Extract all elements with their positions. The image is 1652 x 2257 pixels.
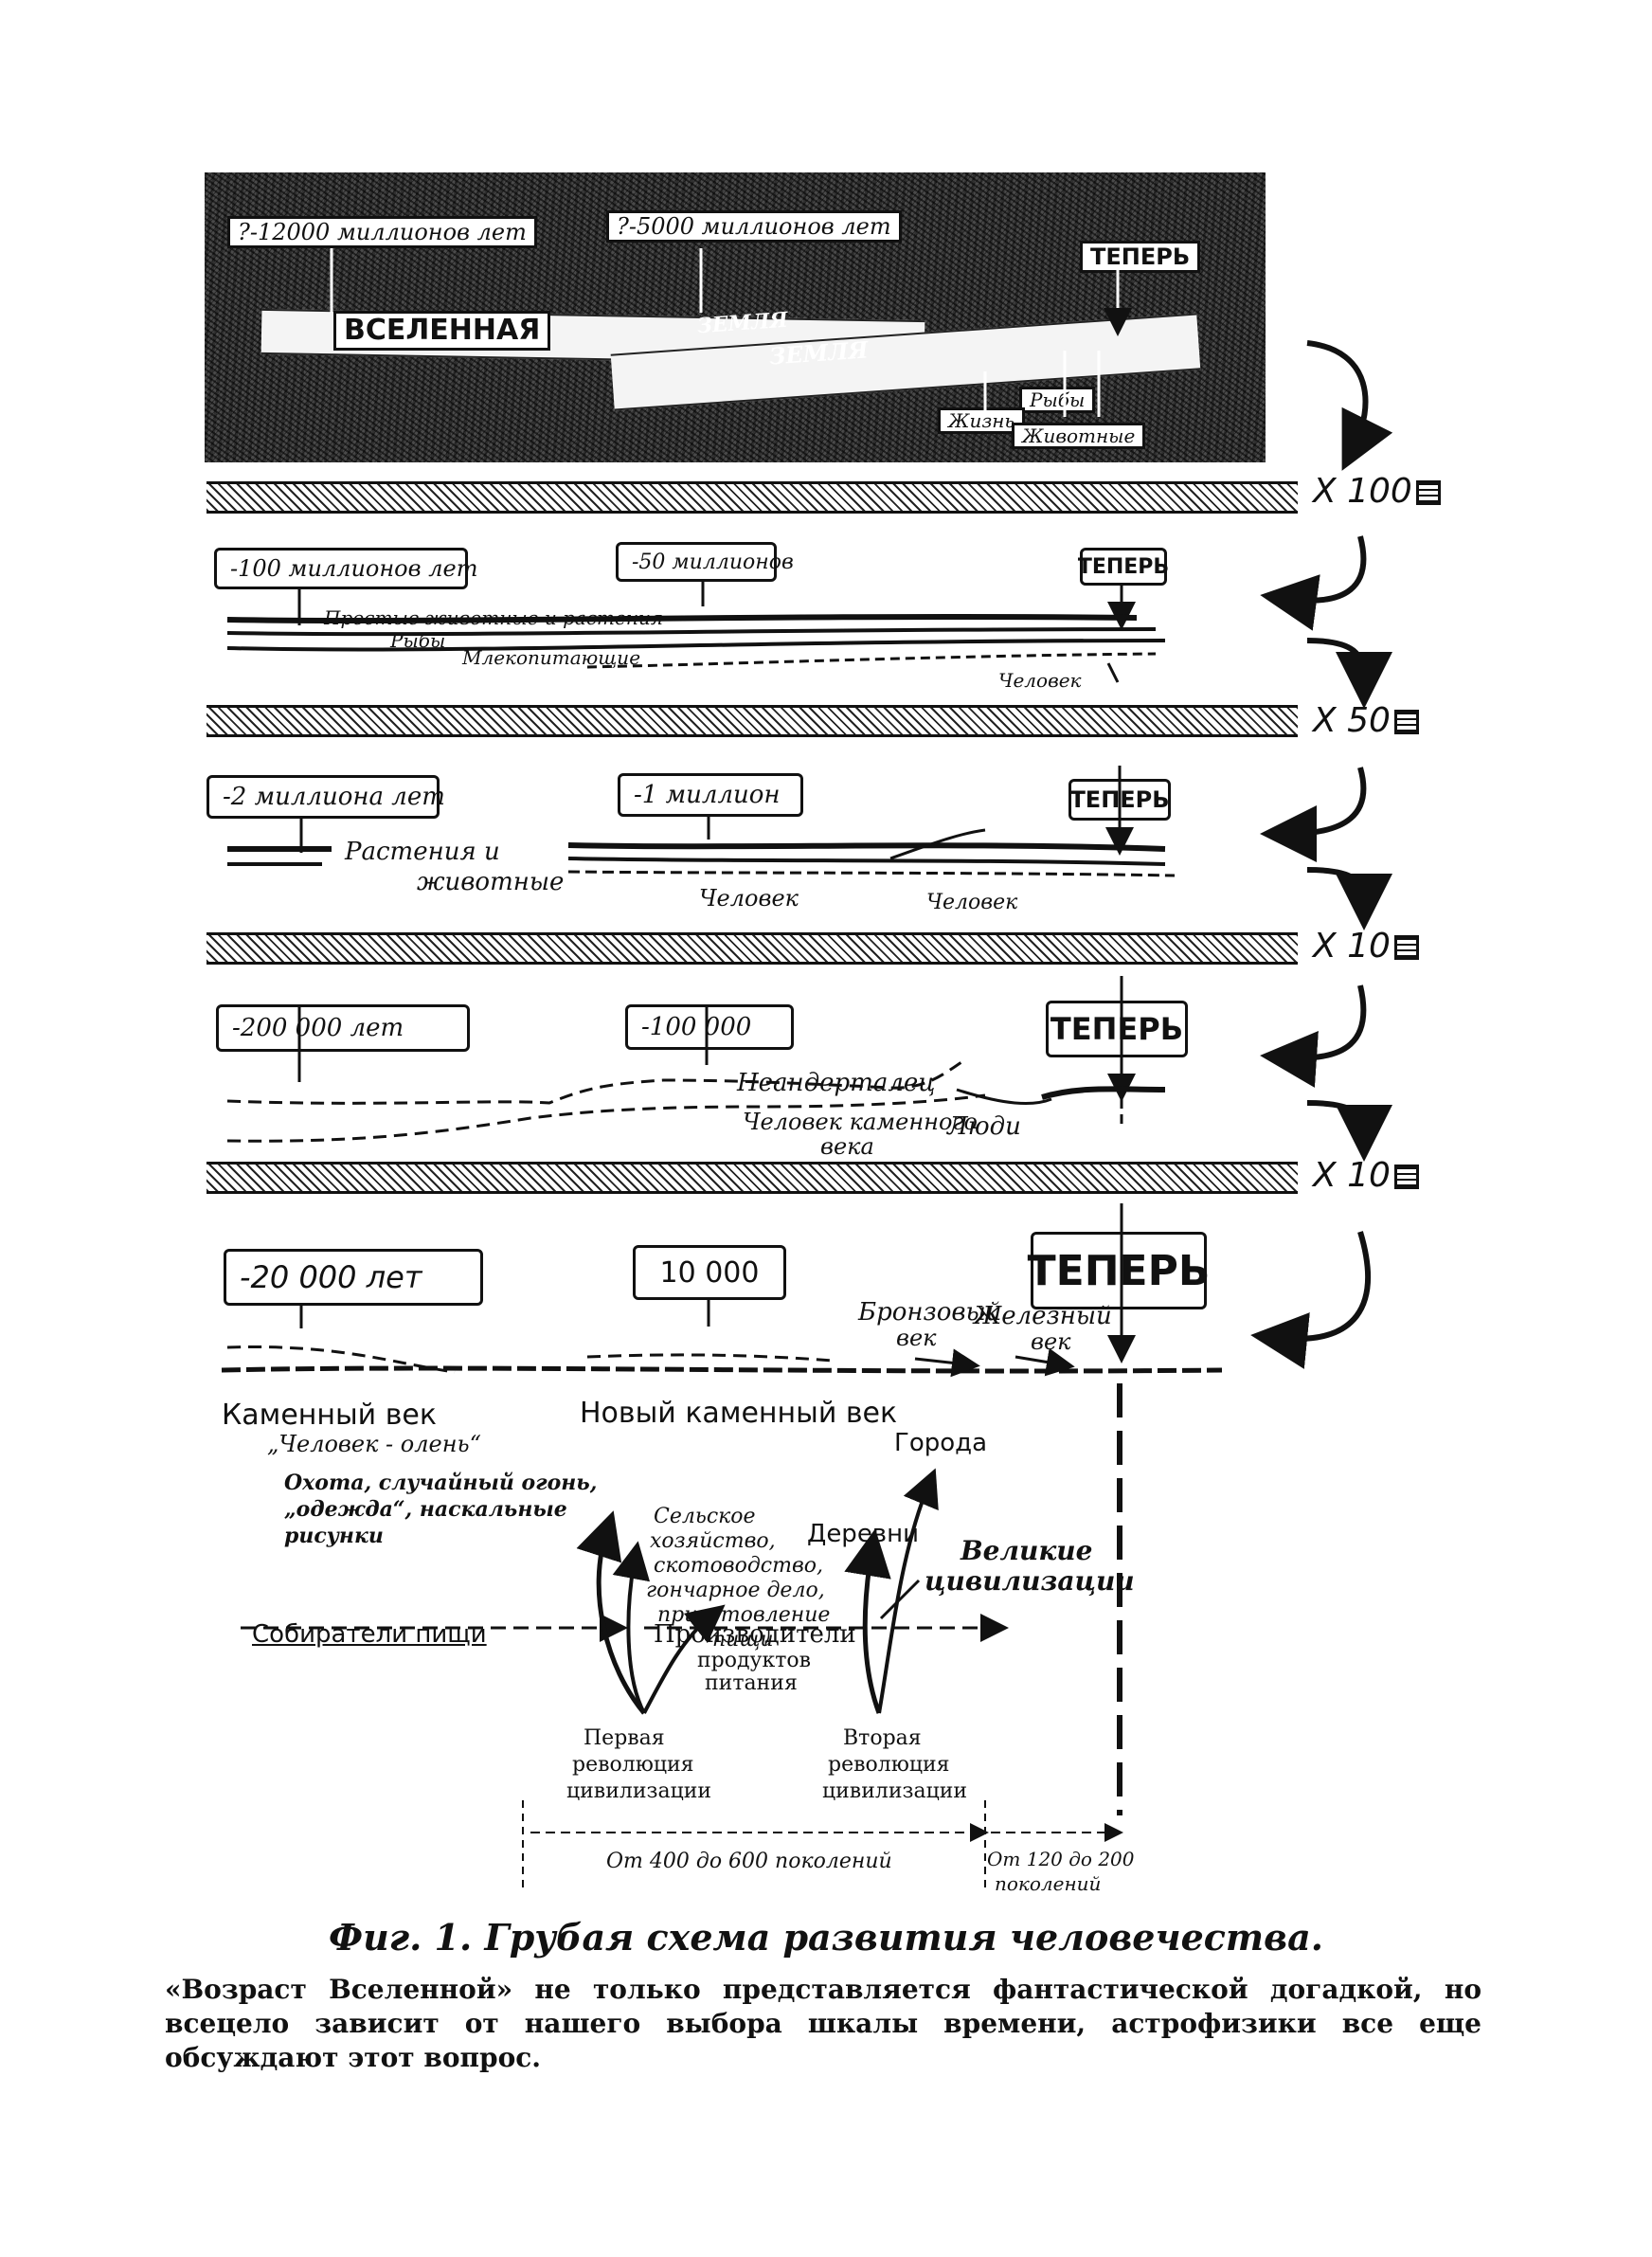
curve-arrow-3	[1307, 641, 1364, 680]
bottom-flow	[241, 1383, 1120, 1889]
panel4-strands	[227, 976, 1165, 1141]
panel2-strands	[227, 582, 1165, 682]
curve-arrow-2	[1288, 536, 1363, 601]
curve-arrow-5	[1307, 870, 1364, 902]
curve-arrow-4	[1288, 767, 1363, 834]
curve-arrow-7	[1307, 1103, 1364, 1133]
curve-arrow-1	[1307, 343, 1366, 445]
curve-arrow-6	[1288, 985, 1363, 1057]
panel3-strands	[227, 766, 1175, 876]
panel5-strands	[222, 1203, 1222, 1372]
panel1-arrows	[332, 248, 1118, 417]
curve-arrow-8	[1279, 1232, 1368, 1339]
